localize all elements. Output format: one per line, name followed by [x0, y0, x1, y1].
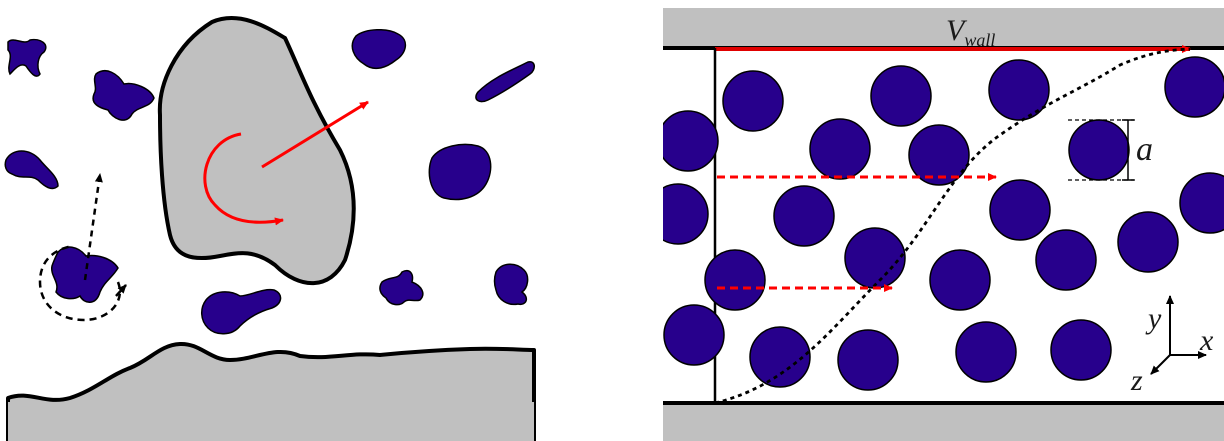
diameter-label: a [1136, 131, 1153, 168]
particle [658, 111, 718, 171]
top-wall [663, 8, 1224, 48]
particle [838, 330, 898, 390]
axis-label-y: y [1145, 302, 1162, 335]
large-body [160, 18, 354, 283]
particle [202, 290, 281, 334]
particle [664, 305, 724, 365]
particle [5, 151, 58, 188]
particle [989, 60, 1049, 120]
particle [93, 71, 154, 120]
particle [930, 250, 990, 310]
right-panel: a Vwall y x z [648, 8, 1224, 441]
particle [845, 228, 905, 288]
wall-velocity-subscript: wall [964, 30, 995, 50]
particle [1165, 57, 1224, 117]
particle [476, 62, 534, 102]
particle [1180, 173, 1224, 233]
bottom-wall [663, 403, 1224, 441]
particle [648, 184, 708, 244]
particle [956, 322, 1016, 382]
particle [352, 30, 405, 69]
particle [1051, 320, 1111, 380]
particle [380, 271, 423, 305]
particle [1118, 212, 1178, 272]
particle [495, 264, 528, 304]
particle [1036, 230, 1096, 290]
particle [705, 250, 765, 310]
particle-circles [648, 57, 1224, 390]
particle [1069, 120, 1129, 180]
axis-label-x: x [1199, 324, 1214, 357]
particle [774, 186, 834, 246]
left-panel [5, 18, 534, 441]
particle [8, 40, 46, 77]
particle [871, 66, 931, 126]
axis-label-z: z [1130, 364, 1143, 397]
particle [723, 71, 783, 131]
particle [810, 119, 870, 179]
surface-fill [8, 402, 534, 441]
particle [990, 180, 1050, 240]
particle [429, 145, 490, 200]
